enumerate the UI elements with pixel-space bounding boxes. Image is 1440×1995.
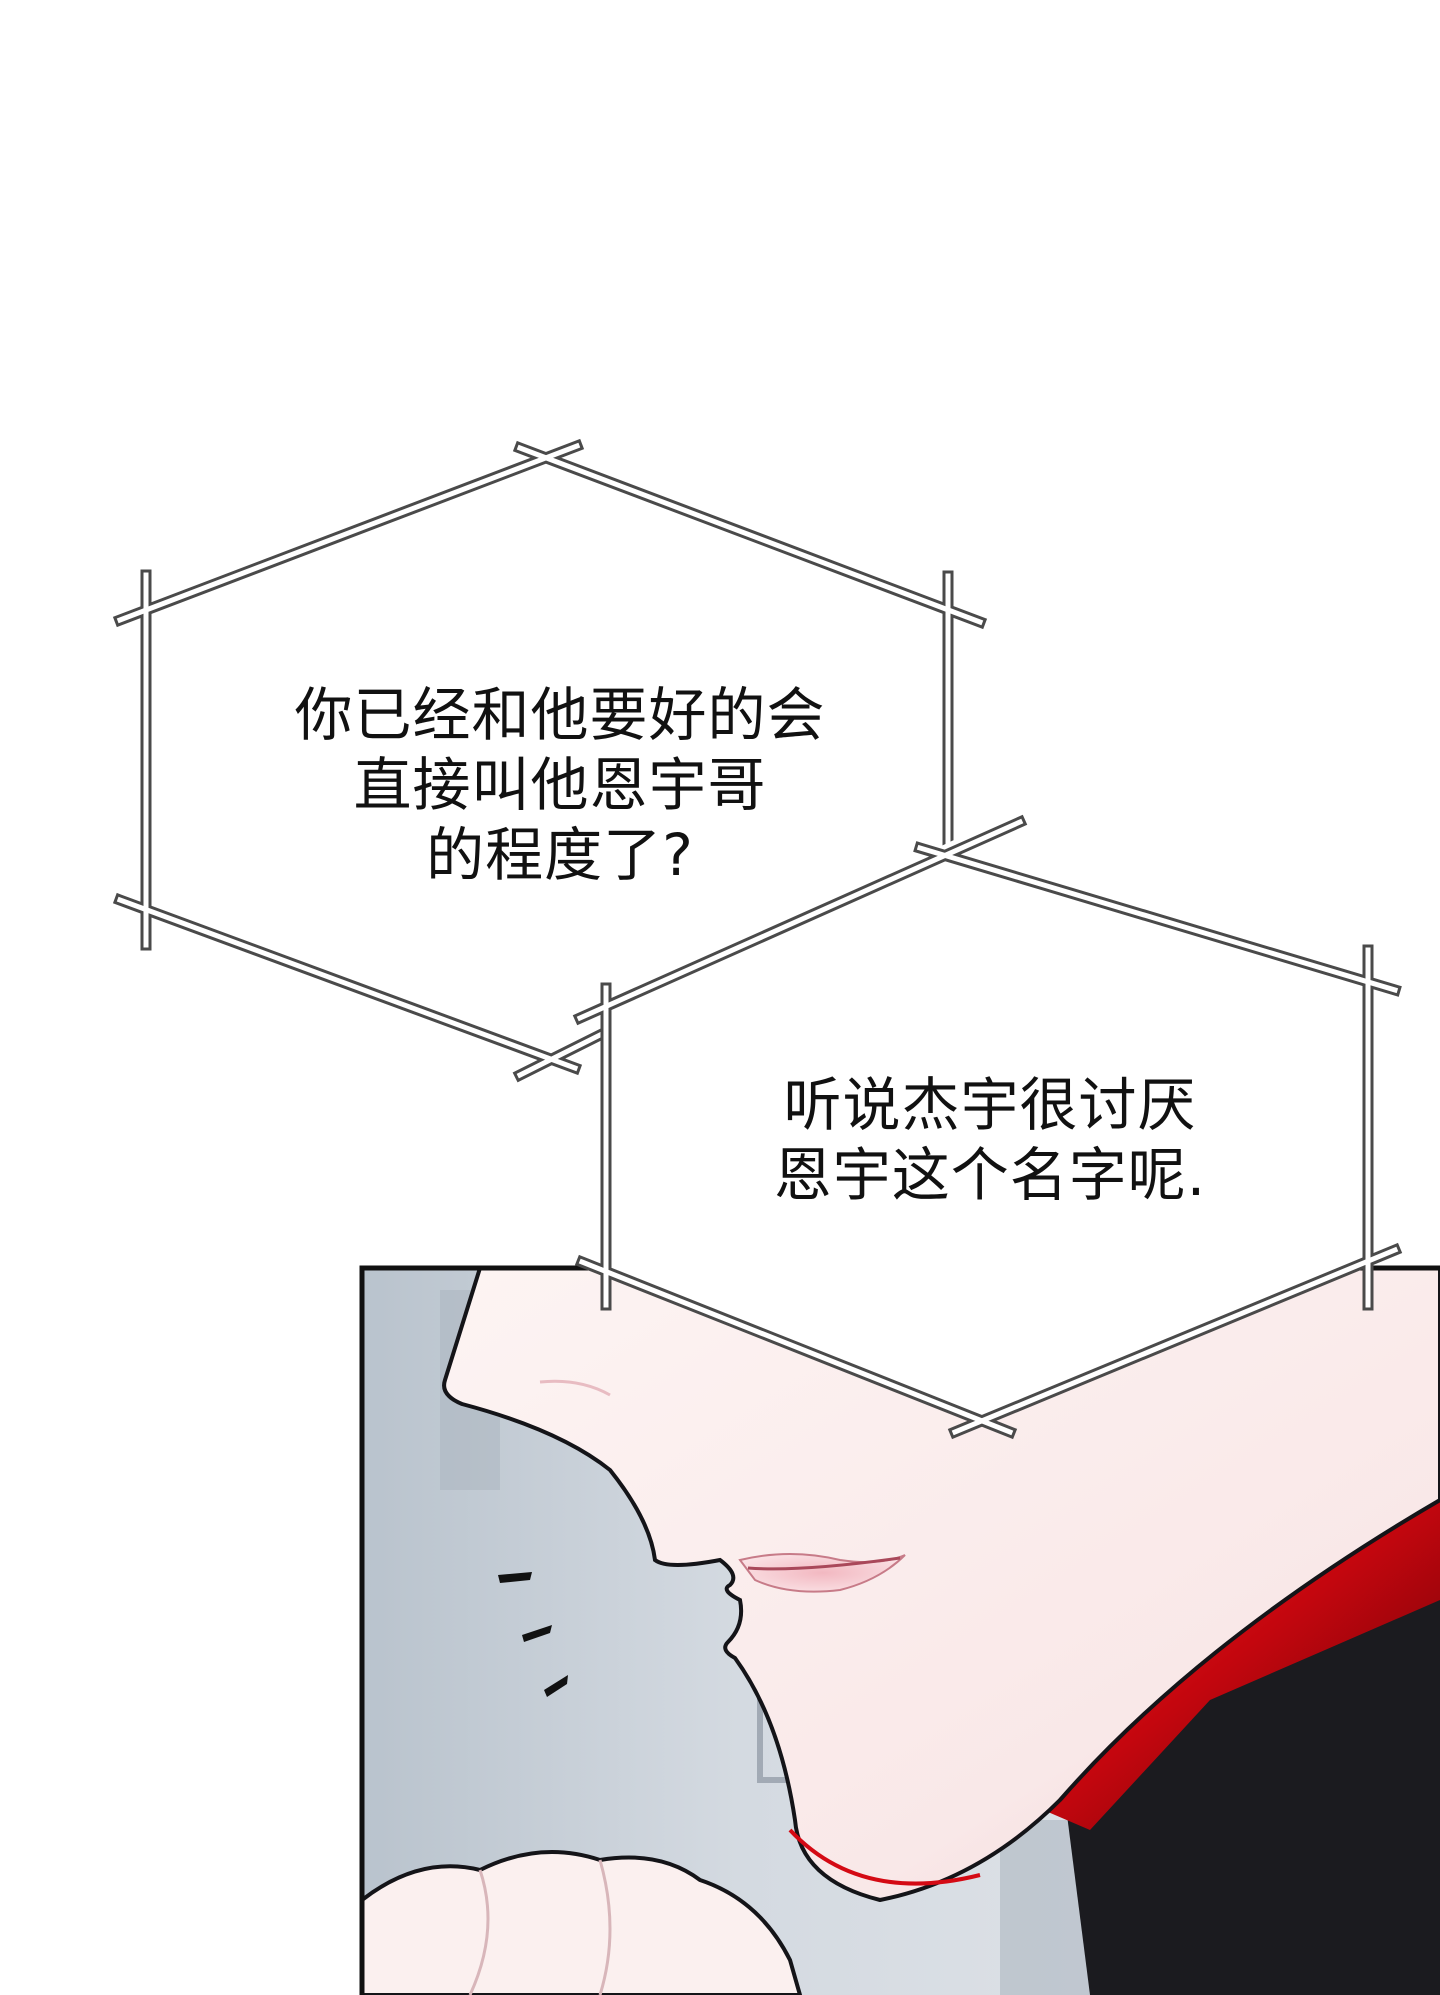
- character-lip-line: [747, 1556, 901, 1571]
- motion-dash: [544, 1675, 568, 1697]
- bubble-1-line: 你已经和他要好的会: [294, 681, 826, 749]
- bubble-2-line: 恩宇这个名字呢.: [773, 1141, 1207, 1209]
- bubble-1-fill: [146, 455, 948, 1062]
- bubble-1-line: 直接叫他恩宇哥: [353, 751, 767, 819]
- bubble-1-text: 你已经和他要好的会 直接叫他恩宇哥 的程度了?: [200, 680, 920, 890]
- bubble-1-line: 的程度了?: [426, 821, 694, 889]
- speech-bubble-2: [572, 814, 1403, 1440]
- motion-dash: [498, 1572, 532, 1583]
- hand-finger-line: [598, 1859, 612, 1995]
- hand-finger-line: [468, 1869, 490, 1995]
- motion-dashes: [498, 1572, 568, 1697]
- character-jaw-line: [788, 1828, 981, 1886]
- motion-dash: [522, 1625, 552, 1642]
- character-red-accent: [1020, 1490, 1440, 1830]
- bubble-2-line: 听说杰宇很讨厌: [783, 1071, 1197, 1139]
- bubble-2-text: 听说杰宇很讨厌 恩宇这个名字呢.: [730, 1070, 1250, 1210]
- character-nose-shade: [539, 1379, 611, 1397]
- character-face: [442, 1268, 1440, 1903]
- bubble-2-fill: [606, 830, 1368, 1423]
